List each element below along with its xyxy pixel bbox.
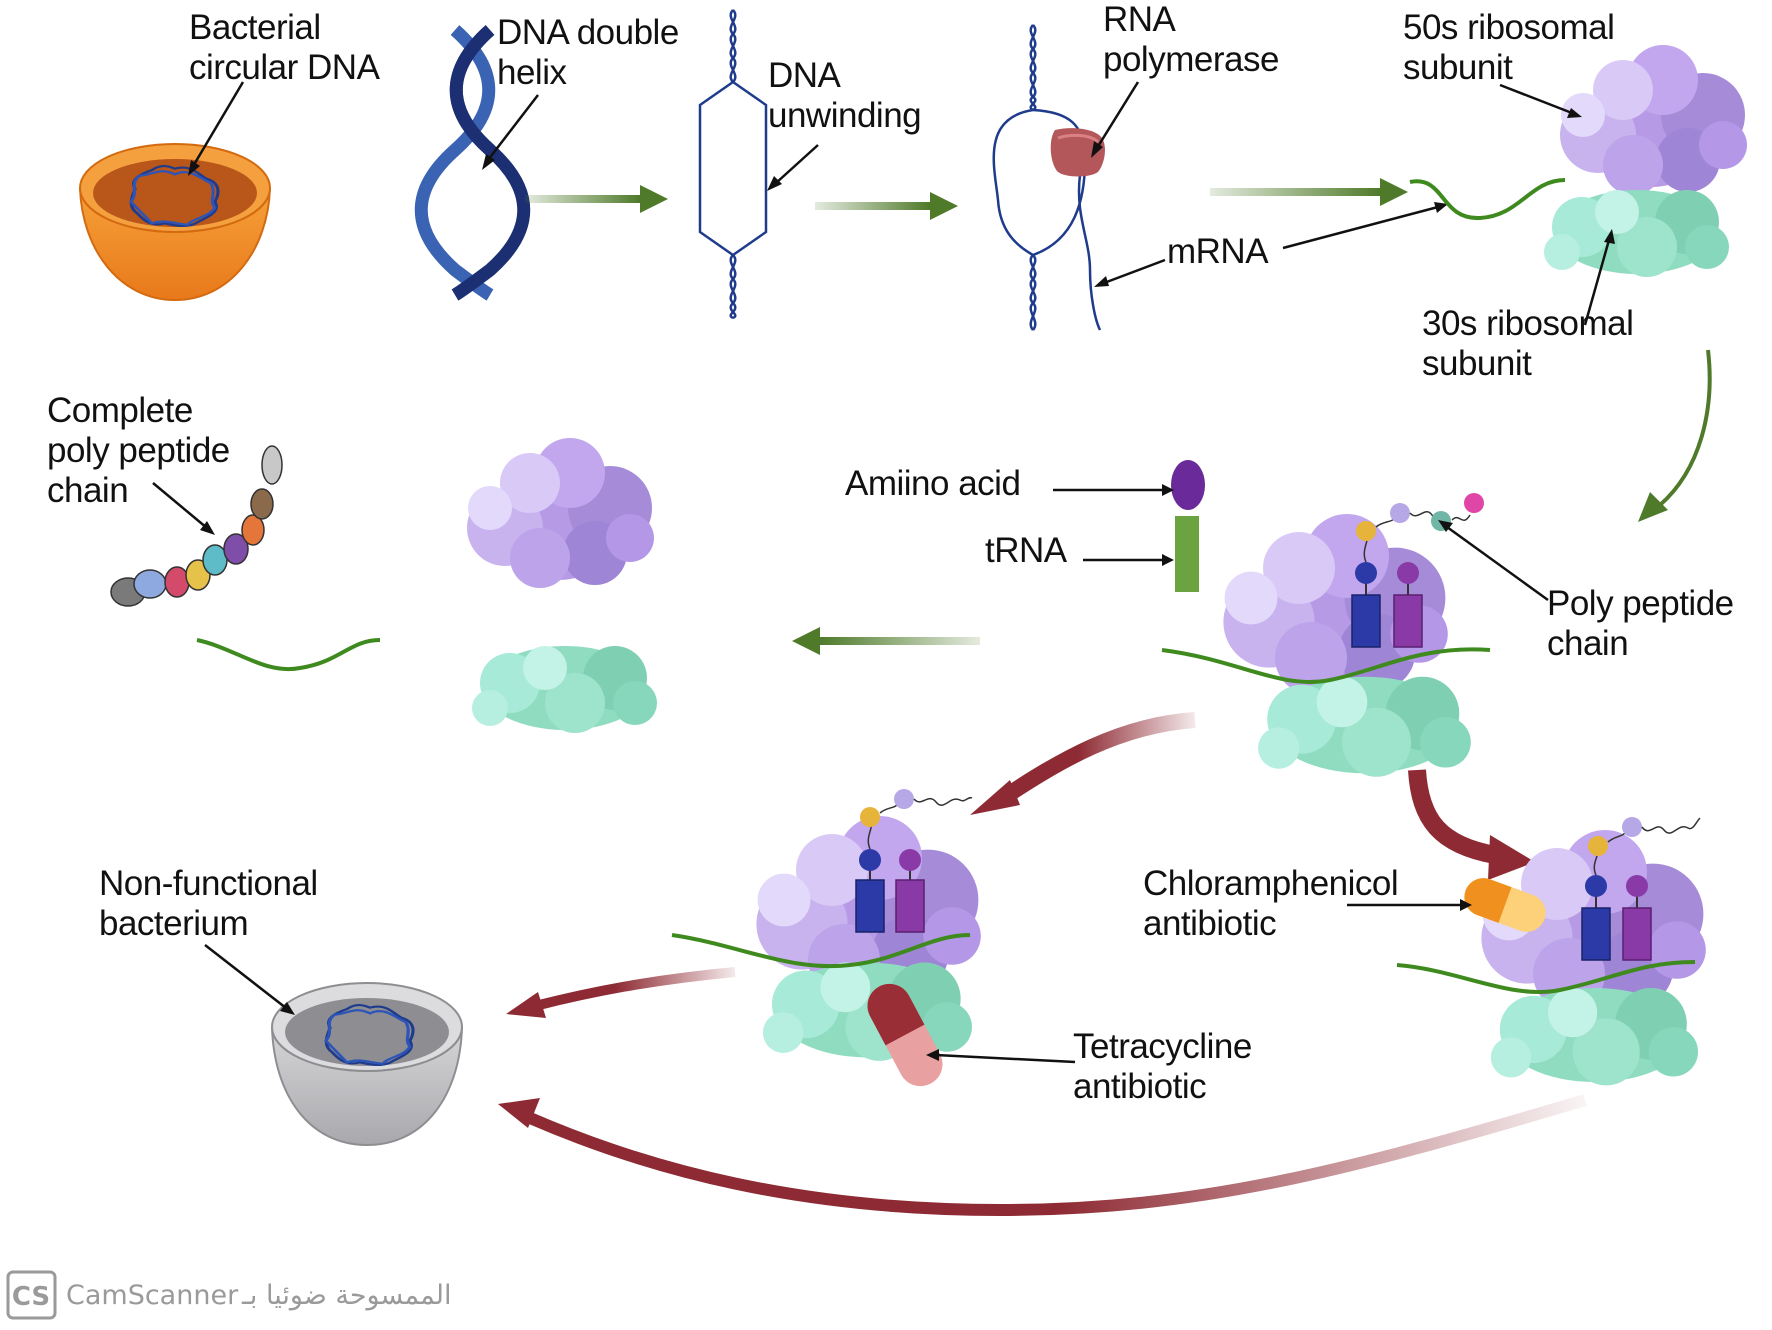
dna-unwinding-icon	[698, 9, 768, 320]
camscanner-logo-icon: CS	[6, 1270, 57, 1320]
tetracycline-capsule-icon	[867, 983, 943, 1087]
pointer-arrow	[775, 144, 819, 184]
pointer-arrow	[1095, 81, 1140, 149]
pointer-arrow	[204, 944, 287, 1009]
flow-arrow	[525, 185, 668, 213]
tetracycline-inhibited-ribosome-icon	[671, 789, 981, 1061]
inhibition-arrow	[1408, 769, 1535, 880]
label-mrna: mRNA	[1167, 232, 1269, 271]
non-functional-bacterium-icon	[271, 982, 463, 1147]
ribosome-30s-icon	[1544, 190, 1729, 277]
label-dna-double-helix: DNA double helix	[497, 13, 679, 92]
label-polypeptide-chain: Poly peptide chain	[1547, 584, 1734, 663]
flow-arrow	[815, 192, 958, 220]
dna-double-helix-icon	[414, 25, 531, 301]
label-50s-ribosomal-subunit: 50s ribosomal subunit	[1403, 8, 1615, 87]
label-tetracycline-antibiotic: Tetracycline antibiotic	[1073, 1027, 1252, 1106]
transcription-bubble-icon	[992, 24, 1102, 331]
pointer-arrow	[487, 94, 539, 161]
pointer-arrow	[152, 482, 208, 529]
label-trna: tRNA	[985, 531, 1067, 570]
flow-arrow	[1210, 178, 1408, 206]
trna-icon	[1175, 516, 1199, 592]
chloramphenicol-capsule-icon	[1464, 878, 1546, 932]
pointer-arrow	[1282, 205, 1439, 250]
pointer-arrow	[1499, 83, 1573, 115]
inhibition-arrow	[970, 712, 1196, 815]
label-chloramphenicol-antibiotic: Chloramphenicol antibiotic	[1143, 864, 1399, 943]
mrna-strand	[1409, 178, 1566, 221]
complete-polypeptide-chain-icon	[110, 445, 283, 607]
translating-ribosome-icon	[1161, 493, 1491, 777]
label-amino-acid: Amiino acid	[845, 464, 1021, 503]
watermark-arabic: الممسوحة ضوئيا بـ	[242, 1280, 452, 1311]
amino-acid-icon	[1171, 460, 1205, 510]
chloramphenicol-inhibited-ribosome-icon	[1396, 817, 1706, 1086]
label-complete-polypeptide-chain: Complete poly peptide chain	[47, 391, 230, 510]
label-bacterial-circular-dna: Bacterial circular DNA	[189, 8, 380, 87]
pointer-arrow	[1446, 525, 1549, 602]
inhibition-arrow	[498, 1094, 1587, 1217]
label-non-functional-bacterium: Non-functional bacterium	[99, 864, 318, 943]
label-rna-polymerase: RNA polymerase	[1103, 0, 1279, 79]
flow-arrow	[1638, 349, 1712, 522]
watermark-text: CamScanner	[66, 1280, 239, 1311]
ribosome-30s-icon	[472, 646, 657, 733]
pointer-arrow	[1103, 258, 1166, 285]
bacterium-icon	[79, 143, 271, 302]
rna-polymerase-icon	[1050, 128, 1105, 177]
mrna-strand	[196, 638, 381, 672]
label-30s-ribosomal-subunit: 30s ribosomal subunit	[1422, 304, 1634, 383]
flow-arrow	[792, 627, 980, 655]
pointer-arrow	[190, 81, 245, 169]
inhibition-arrow	[506, 967, 736, 1018]
ribosome-50s-icon	[467, 438, 654, 588]
svg-text:CS: CS	[12, 1282, 50, 1312]
pointer-arrow	[1583, 239, 1611, 326]
label-dna-unwinding: DNA unwinding	[768, 56, 922, 135]
pointer-arrow	[935, 1053, 1076, 1064]
